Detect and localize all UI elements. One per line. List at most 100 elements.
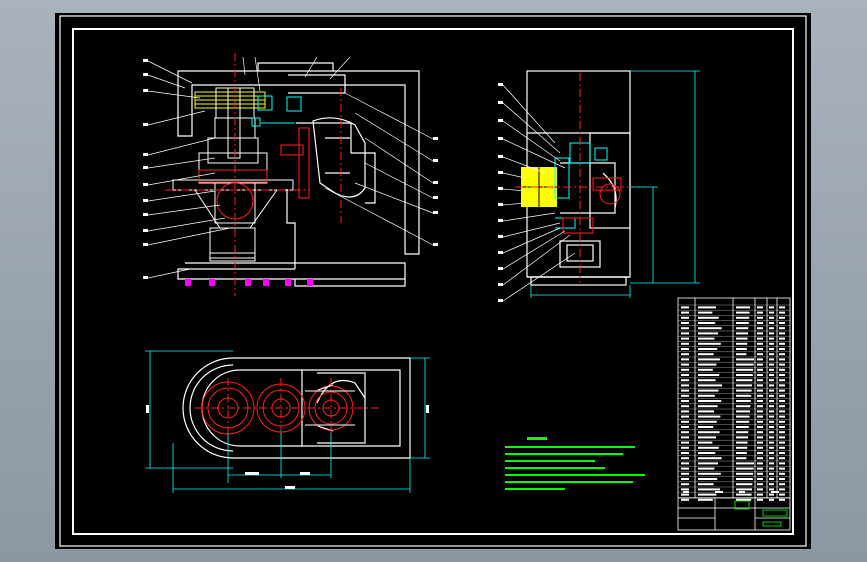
parts-list-cell-mark	[769, 467, 774, 470]
parts-list-cell-mark	[681, 488, 689, 491]
parts-list-cell-mark	[757, 436, 763, 439]
parts-list-cell-mark	[681, 457, 689, 460]
parts-list-cell-mark	[681, 389, 689, 392]
parts-list-cell-mark	[779, 462, 785, 465]
parts-list-cell-mark	[757, 472, 763, 475]
side-dimensions	[530, 70, 700, 298]
parts-list-cell-mark	[698, 472, 721, 475]
parts-list-cell-mark	[757, 498, 763, 501]
parts-list-cell-mark	[698, 311, 713, 314]
parts-list-cell-mark	[736, 431, 749, 434]
parts-list-cell-mark	[757, 332, 763, 335]
parts-list-cell-mark	[757, 431, 763, 434]
parts-list-cell-mark	[736, 384, 752, 387]
parts-list-cell-mark	[736, 368, 754, 371]
parts-list-cell-mark	[757, 452, 763, 454]
parts-list-cell-mark	[698, 452, 716, 454]
parts-list-cell-mark	[681, 348, 689, 350]
parts-list-cell-mark	[698, 420, 717, 423]
parts-list-cell-mark	[698, 457, 722, 460]
parts-list-cell-mark	[698, 327, 722, 330]
parts-list-cell-mark	[757, 400, 763, 402]
parts-list-cell-mark	[736, 478, 753, 480]
parts-list-cell-mark	[779, 306, 785, 309]
parts-list-cell-mark	[769, 452, 774, 454]
parts-list-cell-mark	[736, 452, 747, 454]
parts-list-cell-mark	[736, 374, 753, 376]
parts-list-cell-mark	[698, 493, 717, 496]
parts-list-cell-mark	[769, 462, 774, 465]
parts-list-cell-mark	[757, 327, 763, 330]
title-block	[678, 498, 790, 530]
top-view	[145, 350, 430, 493]
parts-list-cell-mark	[769, 327, 774, 330]
parts-list-cell-mark	[779, 426, 785, 428]
parts-list-cell-mark	[769, 311, 774, 314]
parts-list-cell-mark	[779, 452, 785, 454]
parts-list-cell-mark	[757, 358, 763, 361]
parts-list-cell-mark	[779, 493, 785, 496]
parts-list-cell-mark	[698, 410, 714, 413]
parts-list-cell-mark	[779, 332, 785, 335]
parts-list-cell-mark	[736, 410, 750, 413]
parts-list-cell-mark	[779, 415, 785, 418]
parts-list-cell-mark	[769, 483, 774, 486]
parts-list-cell-mark	[757, 426, 763, 428]
parts-list-cell-mark	[757, 384, 763, 387]
parts-list-cell-mark	[757, 379, 763, 382]
parts-list-cell-mark	[769, 436, 774, 439]
parts-list-cell-mark	[736, 322, 749, 324]
parts-list-cell-mark	[757, 420, 763, 423]
parts-list-cell-mark	[681, 400, 689, 402]
parts-list-cell-mark	[769, 322, 774, 324]
parts-list-cell-mark	[698, 353, 714, 356]
parts-list-cell-mark	[736, 436, 748, 439]
parts-list-cell-mark	[736, 316, 750, 319]
parts-list-cell-mark	[769, 358, 774, 361]
parts-list-cell-mark	[769, 420, 774, 423]
parts-list-cell-mark	[736, 441, 748, 444]
parts-list-cell-mark	[757, 306, 763, 309]
parts-list-cell-mark	[769, 368, 774, 371]
parts-list-cell-mark	[757, 478, 763, 480]
cad-viewport[interactable]	[55, 13, 811, 549]
parts-list-cell-mark	[757, 363, 763, 366]
parts-list-cell-mark	[769, 337, 774, 340]
parts-list-cell-mark	[736, 358, 754, 361]
parts-list-cell-mark	[698, 488, 720, 491]
parts-list-cell-mark	[757, 446, 763, 449]
parts-list-cell-mark	[681, 332, 689, 335]
parts-list-cell-mark	[681, 410, 689, 413]
parts-list-cell-mark	[736, 462, 754, 465]
parts-list-cell-mark	[681, 483, 689, 486]
parts-list-cell-mark	[698, 384, 722, 387]
parts-list-cell-mark	[681, 358, 689, 361]
parts-list-cell-mark	[769, 431, 774, 434]
parts-list-cell-mark	[779, 322, 785, 324]
parts-list-cell-mark	[736, 342, 748, 345]
parts-list-cell-mark	[757, 488, 763, 491]
parts-list-cell-mark	[757, 493, 763, 496]
parts-list-cell-mark	[698, 400, 722, 402]
parts-list-cell-mark	[769, 374, 774, 376]
parts-list-cell-mark	[779, 446, 785, 449]
parts-list-cell-mark	[681, 493, 689, 496]
parts-list-cell-mark	[736, 353, 747, 356]
parts-list-cell-mark	[736, 493, 752, 496]
parts-list-cell-mark	[698, 478, 718, 480]
parts-list-cell-mark	[736, 467, 754, 470]
front-view	[143, 53, 438, 296]
parts-list-cell-mark	[698, 337, 715, 340]
parts-list-cell-mark	[681, 363, 689, 366]
parts-list-cell-mark	[779, 498, 785, 501]
parts-list-cell-mark	[757, 441, 763, 444]
parts-list-cell-mark	[769, 348, 774, 350]
parts-list-cell-mark	[681, 436, 689, 439]
parts-list-cell-mark	[769, 394, 774, 397]
parts-list-cell-mark	[736, 332, 748, 335]
parts-list-cell-mark	[698, 358, 720, 361]
parts-list-cell-mark	[698, 379, 716, 382]
parts-list-cell-mark	[736, 348, 747, 350]
parts-list-cell-mark	[779, 436, 785, 439]
parts-list-cell-mark	[779, 358, 785, 361]
